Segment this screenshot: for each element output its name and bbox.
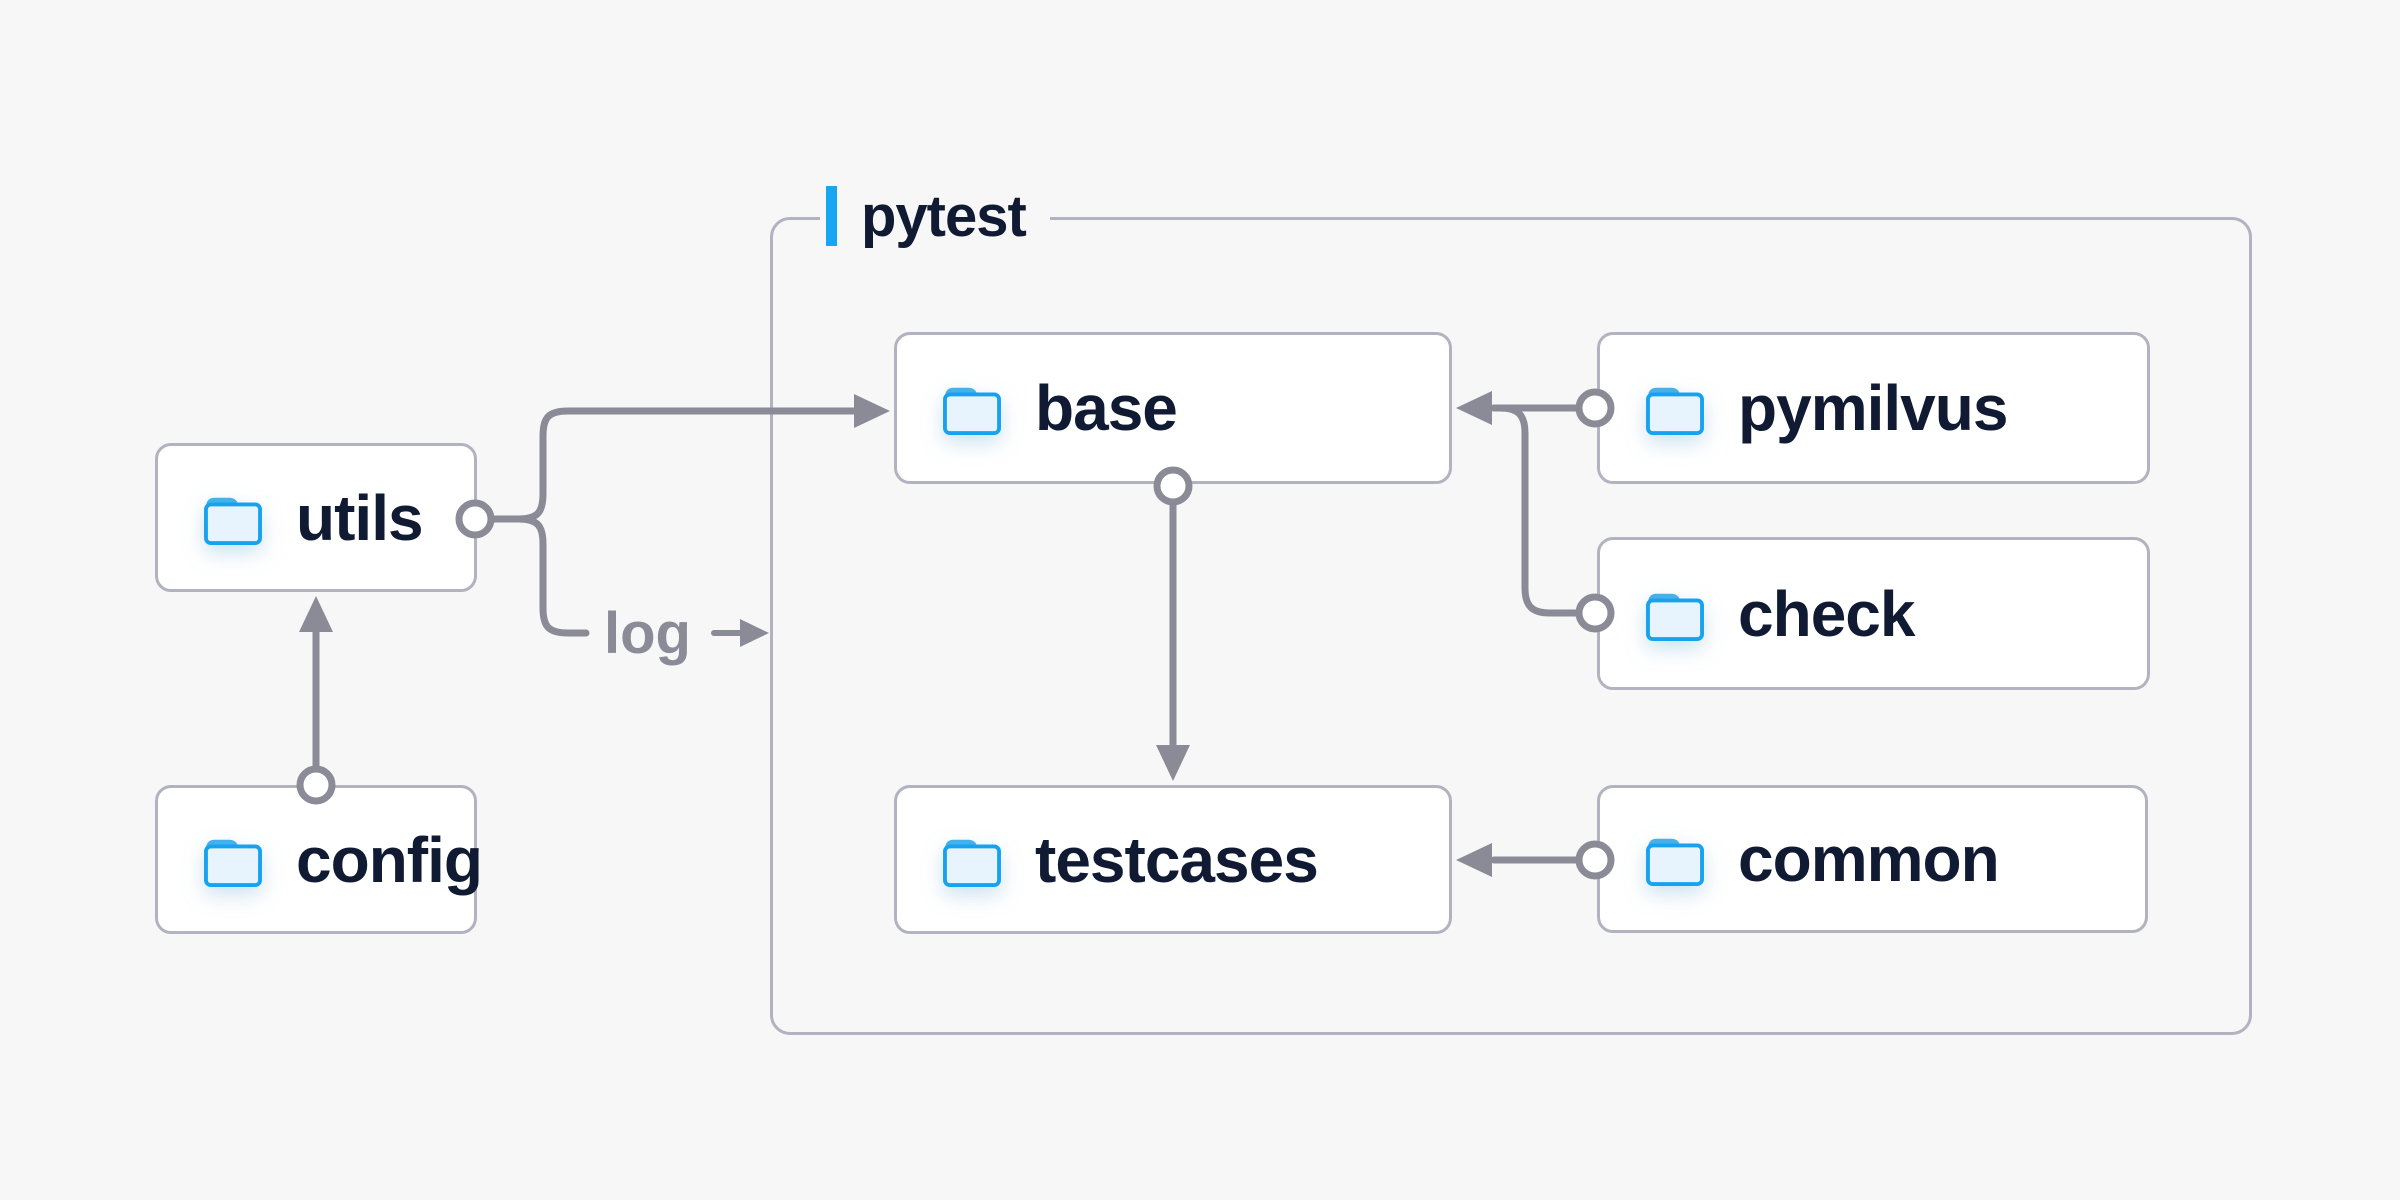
- edge-utils-log: [514, 515, 590, 637]
- node-common: common: [1597, 785, 2148, 933]
- node-config: config: [155, 785, 483, 934]
- folder-icon: [1642, 586, 1708, 642]
- folder-icon: [200, 832, 266, 888]
- node-label: base: [1035, 372, 1178, 444]
- node-label: testcases: [1035, 823, 1319, 896]
- node-base: base: [894, 332, 1452, 484]
- folder-icon: [939, 832, 1005, 888]
- log-arrowhead-icon: [740, 619, 769, 647]
- edge-label-log: log: [604, 601, 691, 666]
- node-label: check: [1738, 577, 1915, 650]
- folder-icon: [1642, 831, 1708, 887]
- pytest-group-container: [770, 217, 2252, 1035]
- folder-icon: [939, 380, 1005, 436]
- accent-bar-icon: [826, 186, 837, 246]
- node-pymilvus: pymilvus: [1597, 332, 2150, 484]
- node-label: utils: [296, 481, 424, 554]
- node-label: pymilvus: [1738, 372, 2008, 444]
- folder-icon: [200, 490, 266, 546]
- group-title: pytest: [861, 183, 1027, 249]
- node-check: check: [1597, 537, 2150, 690]
- node-utils: utils: [155, 443, 477, 592]
- arrowhead-into-utils-icon: [299, 596, 333, 632]
- node-label: common: [1738, 823, 2000, 895]
- folder-icon: [1642, 380, 1708, 436]
- node-label: config: [296, 823, 483, 896]
- node-testcases: testcases: [894, 785, 1452, 934]
- pytest-group-label: pytest: [820, 183, 1050, 249]
